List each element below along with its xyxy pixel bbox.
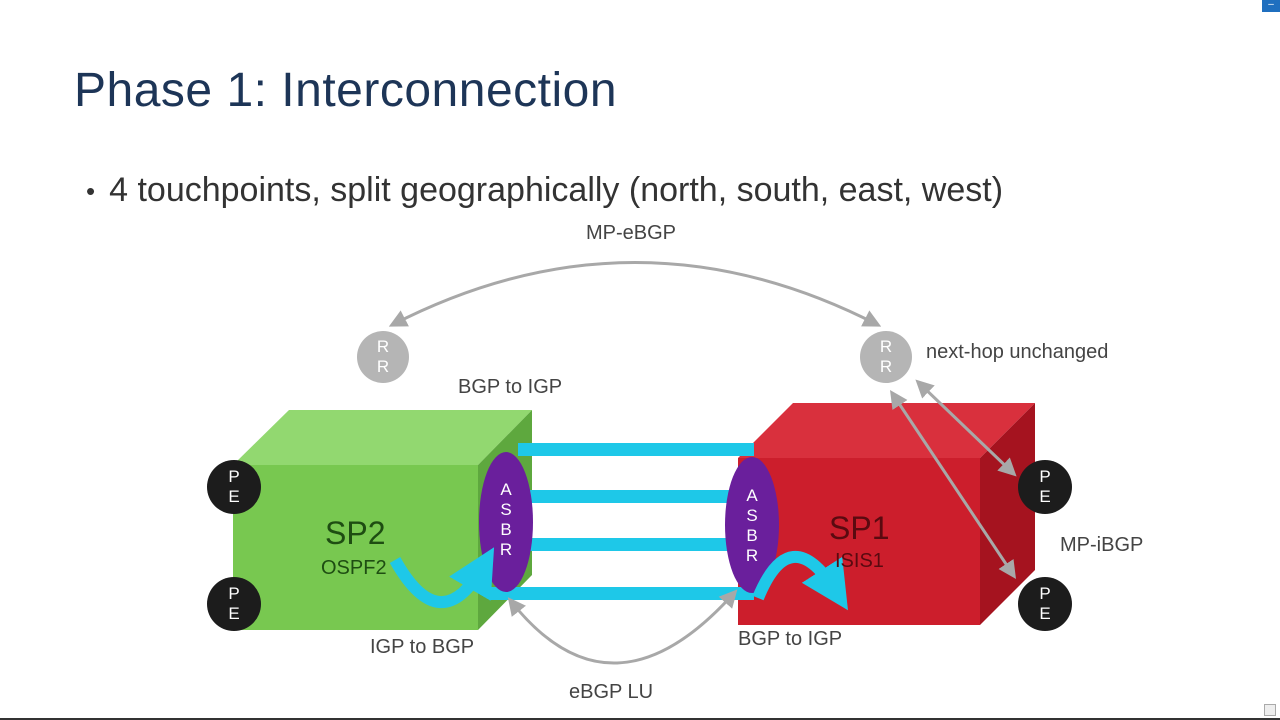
bgp-to-igp-bottom-label: BGP to IGP: [738, 628, 843, 650]
bullet-point: • 4 touchpoints, split geographically (no…: [86, 170, 1003, 211]
link-2: [518, 490, 754, 503]
bullet-text: 4 touchpoints, split geographically (nor…: [109, 171, 1004, 209]
minimize-button[interactable]: –: [1262, 0, 1280, 12]
next-hop-label: next-hop unchanged: [926, 341, 1109, 363]
sp1-name: SP1: [829, 510, 890, 546]
bullet-dot-icon: •: [86, 176, 96, 207]
bottom-border: [0, 718, 1280, 720]
rr-right: [860, 331, 912, 383]
bgp-to-igp-top-label: BGP to IGP: [458, 376, 563, 398]
ebgp-lu-label: eBGP LU: [569, 681, 654, 703]
asbr-right-label: A S B R: [745, 486, 759, 565]
sp2-name: SP2: [325, 515, 386, 551]
sp1-protocol: ISIS1: [835, 550, 884, 572]
rr-left: [357, 331, 409, 383]
asbr-left-label: A S B R: [499, 480, 513, 559]
igp-to-bgp-label: IGP to BGP: [370, 636, 475, 658]
igp-to-bgp-curve: [389, 547, 495, 609]
mp-ibgp-arrow-bottom: [890, 390, 1016, 579]
asbr-right: [725, 457, 779, 593]
mp-ebgp-arrow: [388, 261, 882, 327]
pe-sp2-bottom-label: P E: [228, 584, 240, 623]
pe-sp2-top: [207, 460, 261, 514]
link-1: [518, 443, 754, 456]
mp-ebgp-label: MP-eBGP: [586, 222, 677, 244]
pe-sp1-bottom: [1018, 577, 1072, 631]
resize-grip-icon[interactable]: [1264, 704, 1276, 716]
ebgp-lu-arrow: [507, 589, 738, 665]
pe-sp1-top: [1018, 460, 1072, 514]
mp-ibgp-label: MP-iBGP: [1060, 534, 1144, 556]
pe-sp2-top-label: P E: [228, 467, 240, 506]
link-4: [490, 587, 754, 600]
slide-title: Phase 1: Interconnection: [74, 64, 618, 117]
link-3: [518, 538, 754, 551]
pe-sp2-bottom: [207, 577, 261, 631]
rr-left-label: R R: [376, 337, 390, 376]
pe-sp1-top-label: P E: [1039, 467, 1051, 506]
bgp-to-igp-curve: [752, 551, 848, 611]
rr-right-label: R R: [879, 337, 893, 376]
pe-sp1-bottom-label: P E: [1039, 584, 1051, 623]
sp2-protocol: OSPF2: [321, 557, 387, 579]
